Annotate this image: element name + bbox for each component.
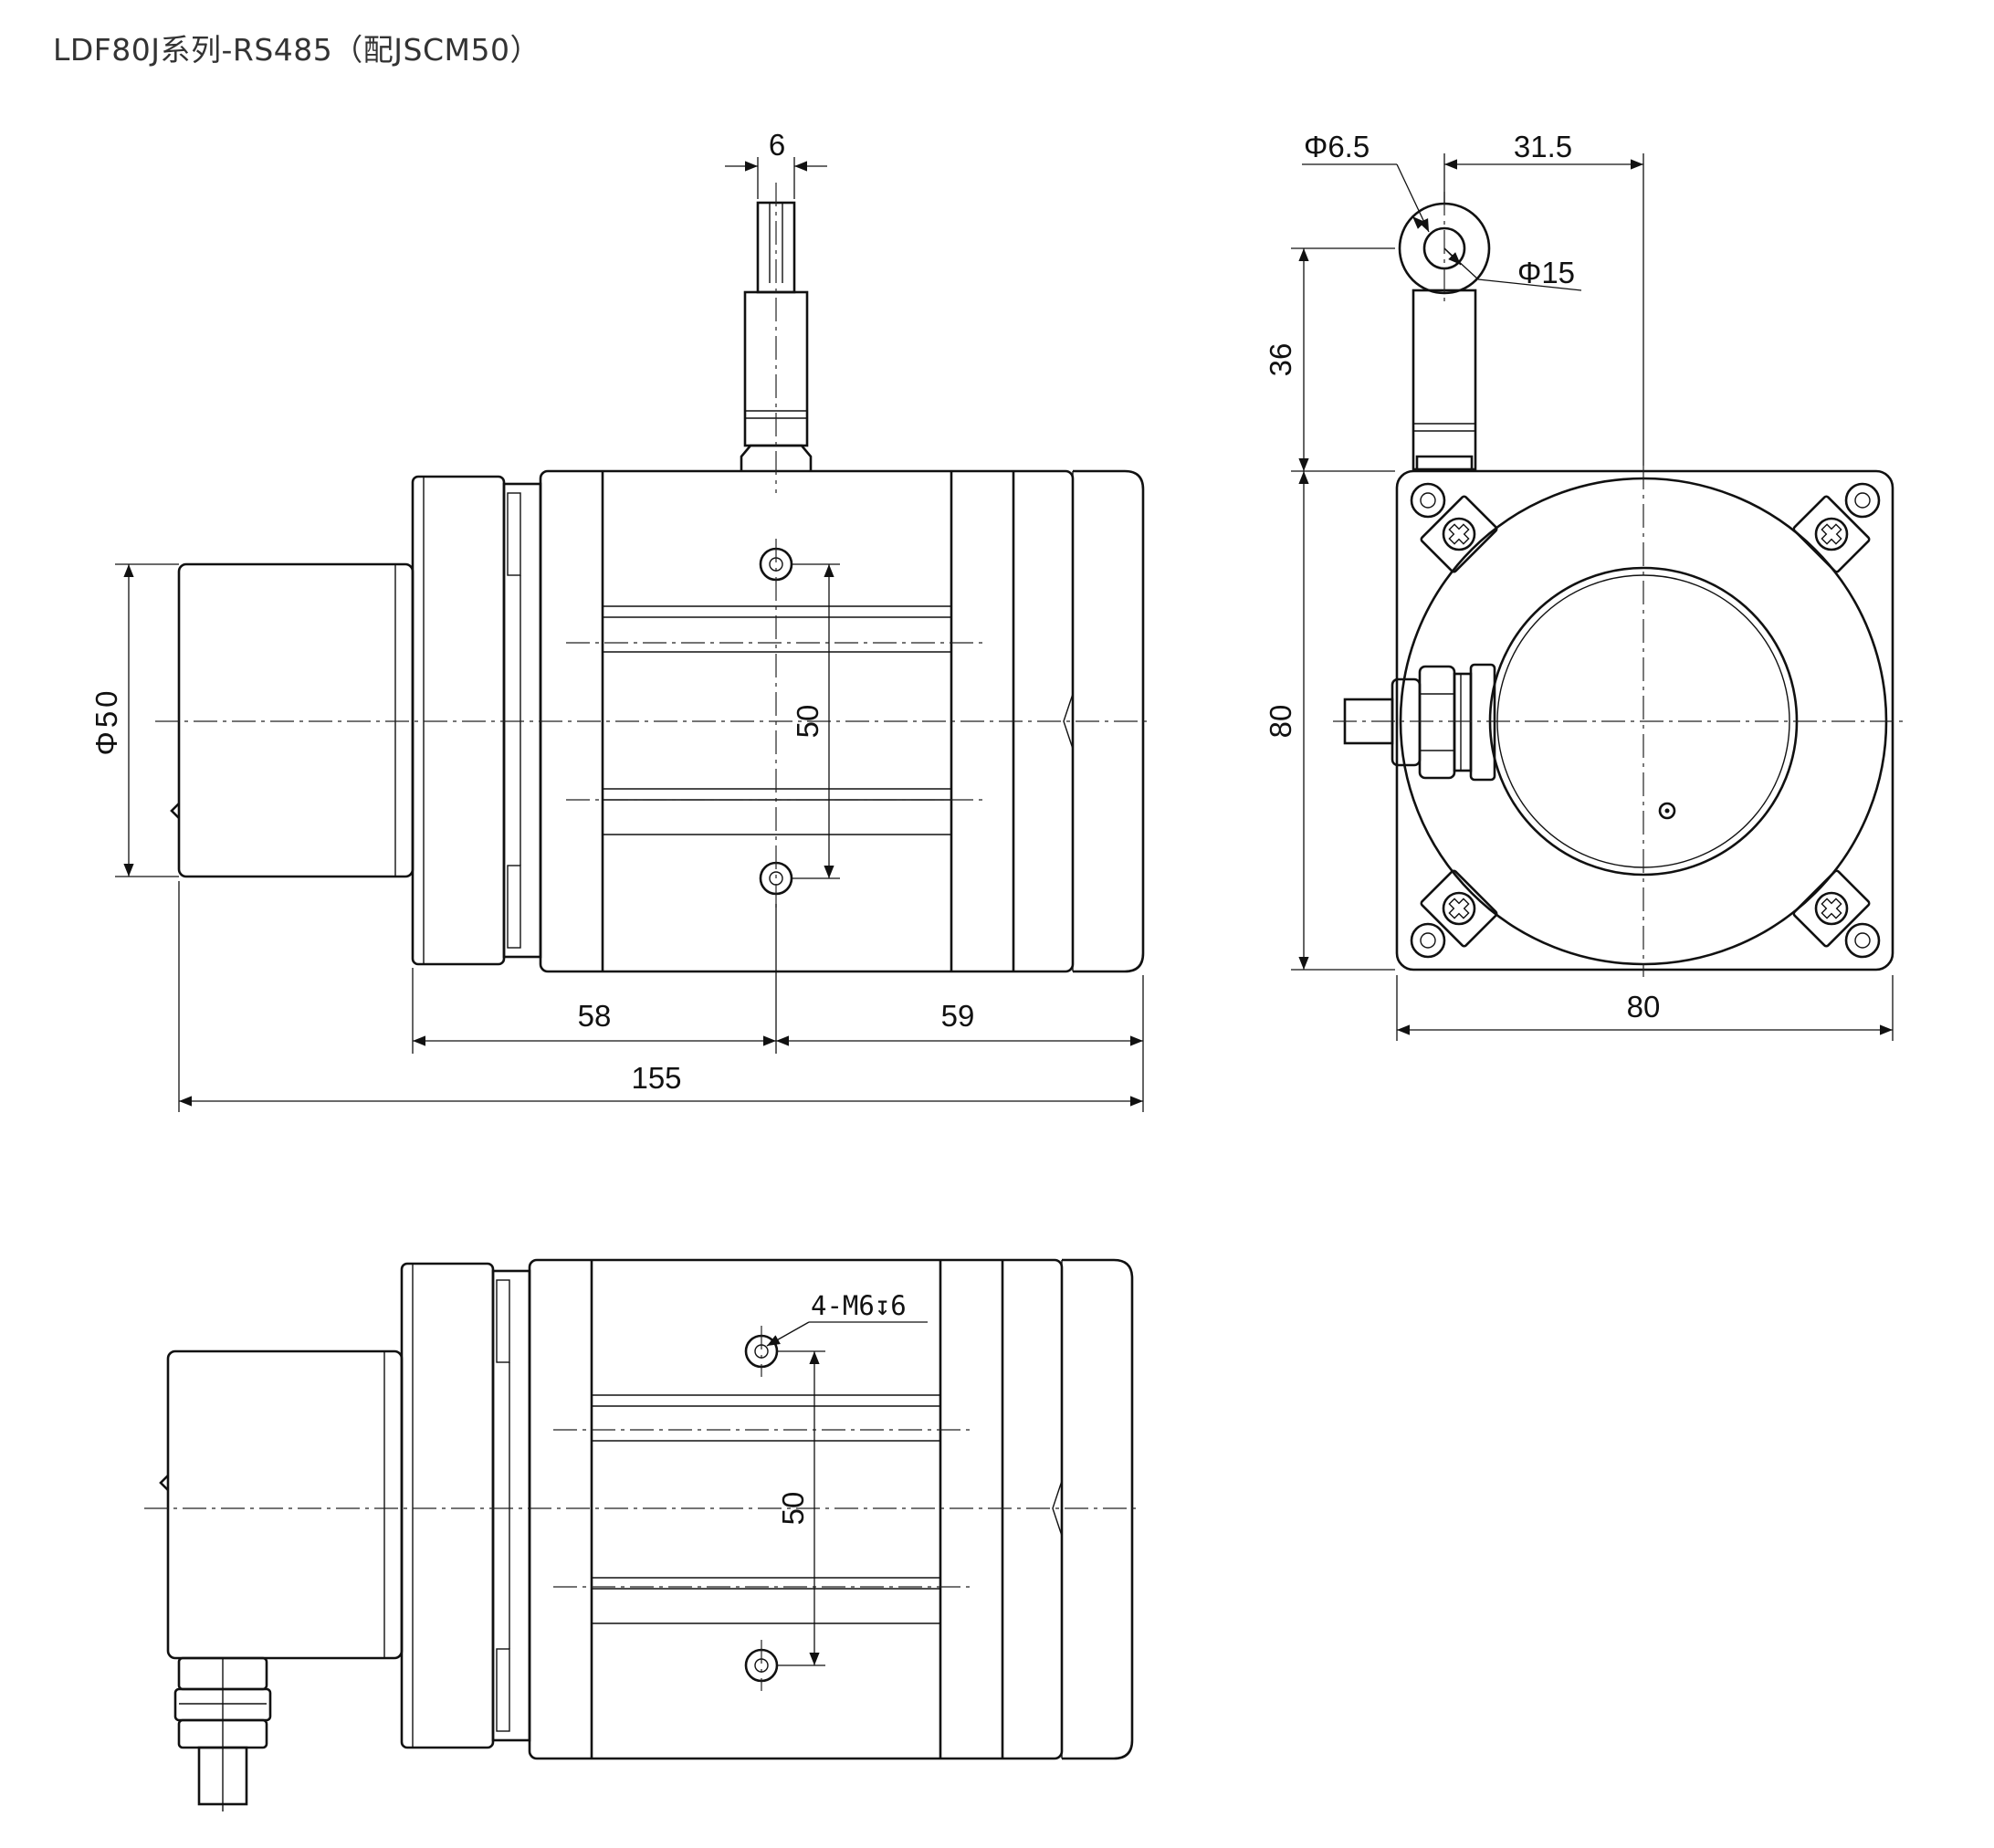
front-view: Φ6.5 Φ15 31.5 36 80 80	[1264, 130, 1908, 1041]
bottom-view: 50 4-M6↧6	[144, 1258, 1141, 1811]
dim-cable-offset: 31.5	[1514, 130, 1572, 163]
dim-eye-diameter: Φ15	[1517, 256, 1575, 289]
dim-body-width: 80	[1627, 990, 1661, 1024]
dim-front-section: 58	[578, 999, 612, 1033]
dim-overall-length: 155	[631, 1061, 681, 1095]
drawing-title: LDF80J系列-RS485（配JSCM50）	[53, 32, 540, 68]
dim-body-height: 80	[1264, 705, 1297, 739]
note-mount-holes: 4-M6↧6	[811, 1290, 907, 1321]
dim-hole-diameter: Φ6.5	[1304, 130, 1370, 163]
dim-rear-section: 59	[941, 999, 975, 1033]
dim-cable-height: 36	[1264, 343, 1297, 377]
dim-housing-diameter: Φ50	[89, 687, 123, 755]
dim-clevis-width: 6	[769, 128, 785, 162]
dim-mount-spacing-bottom: 50	[776, 1492, 810, 1526]
side-view: 6 Φ50 50 58 59 155	[89, 128, 1152, 1112]
dim-mount-spacing: 50	[791, 705, 824, 739]
